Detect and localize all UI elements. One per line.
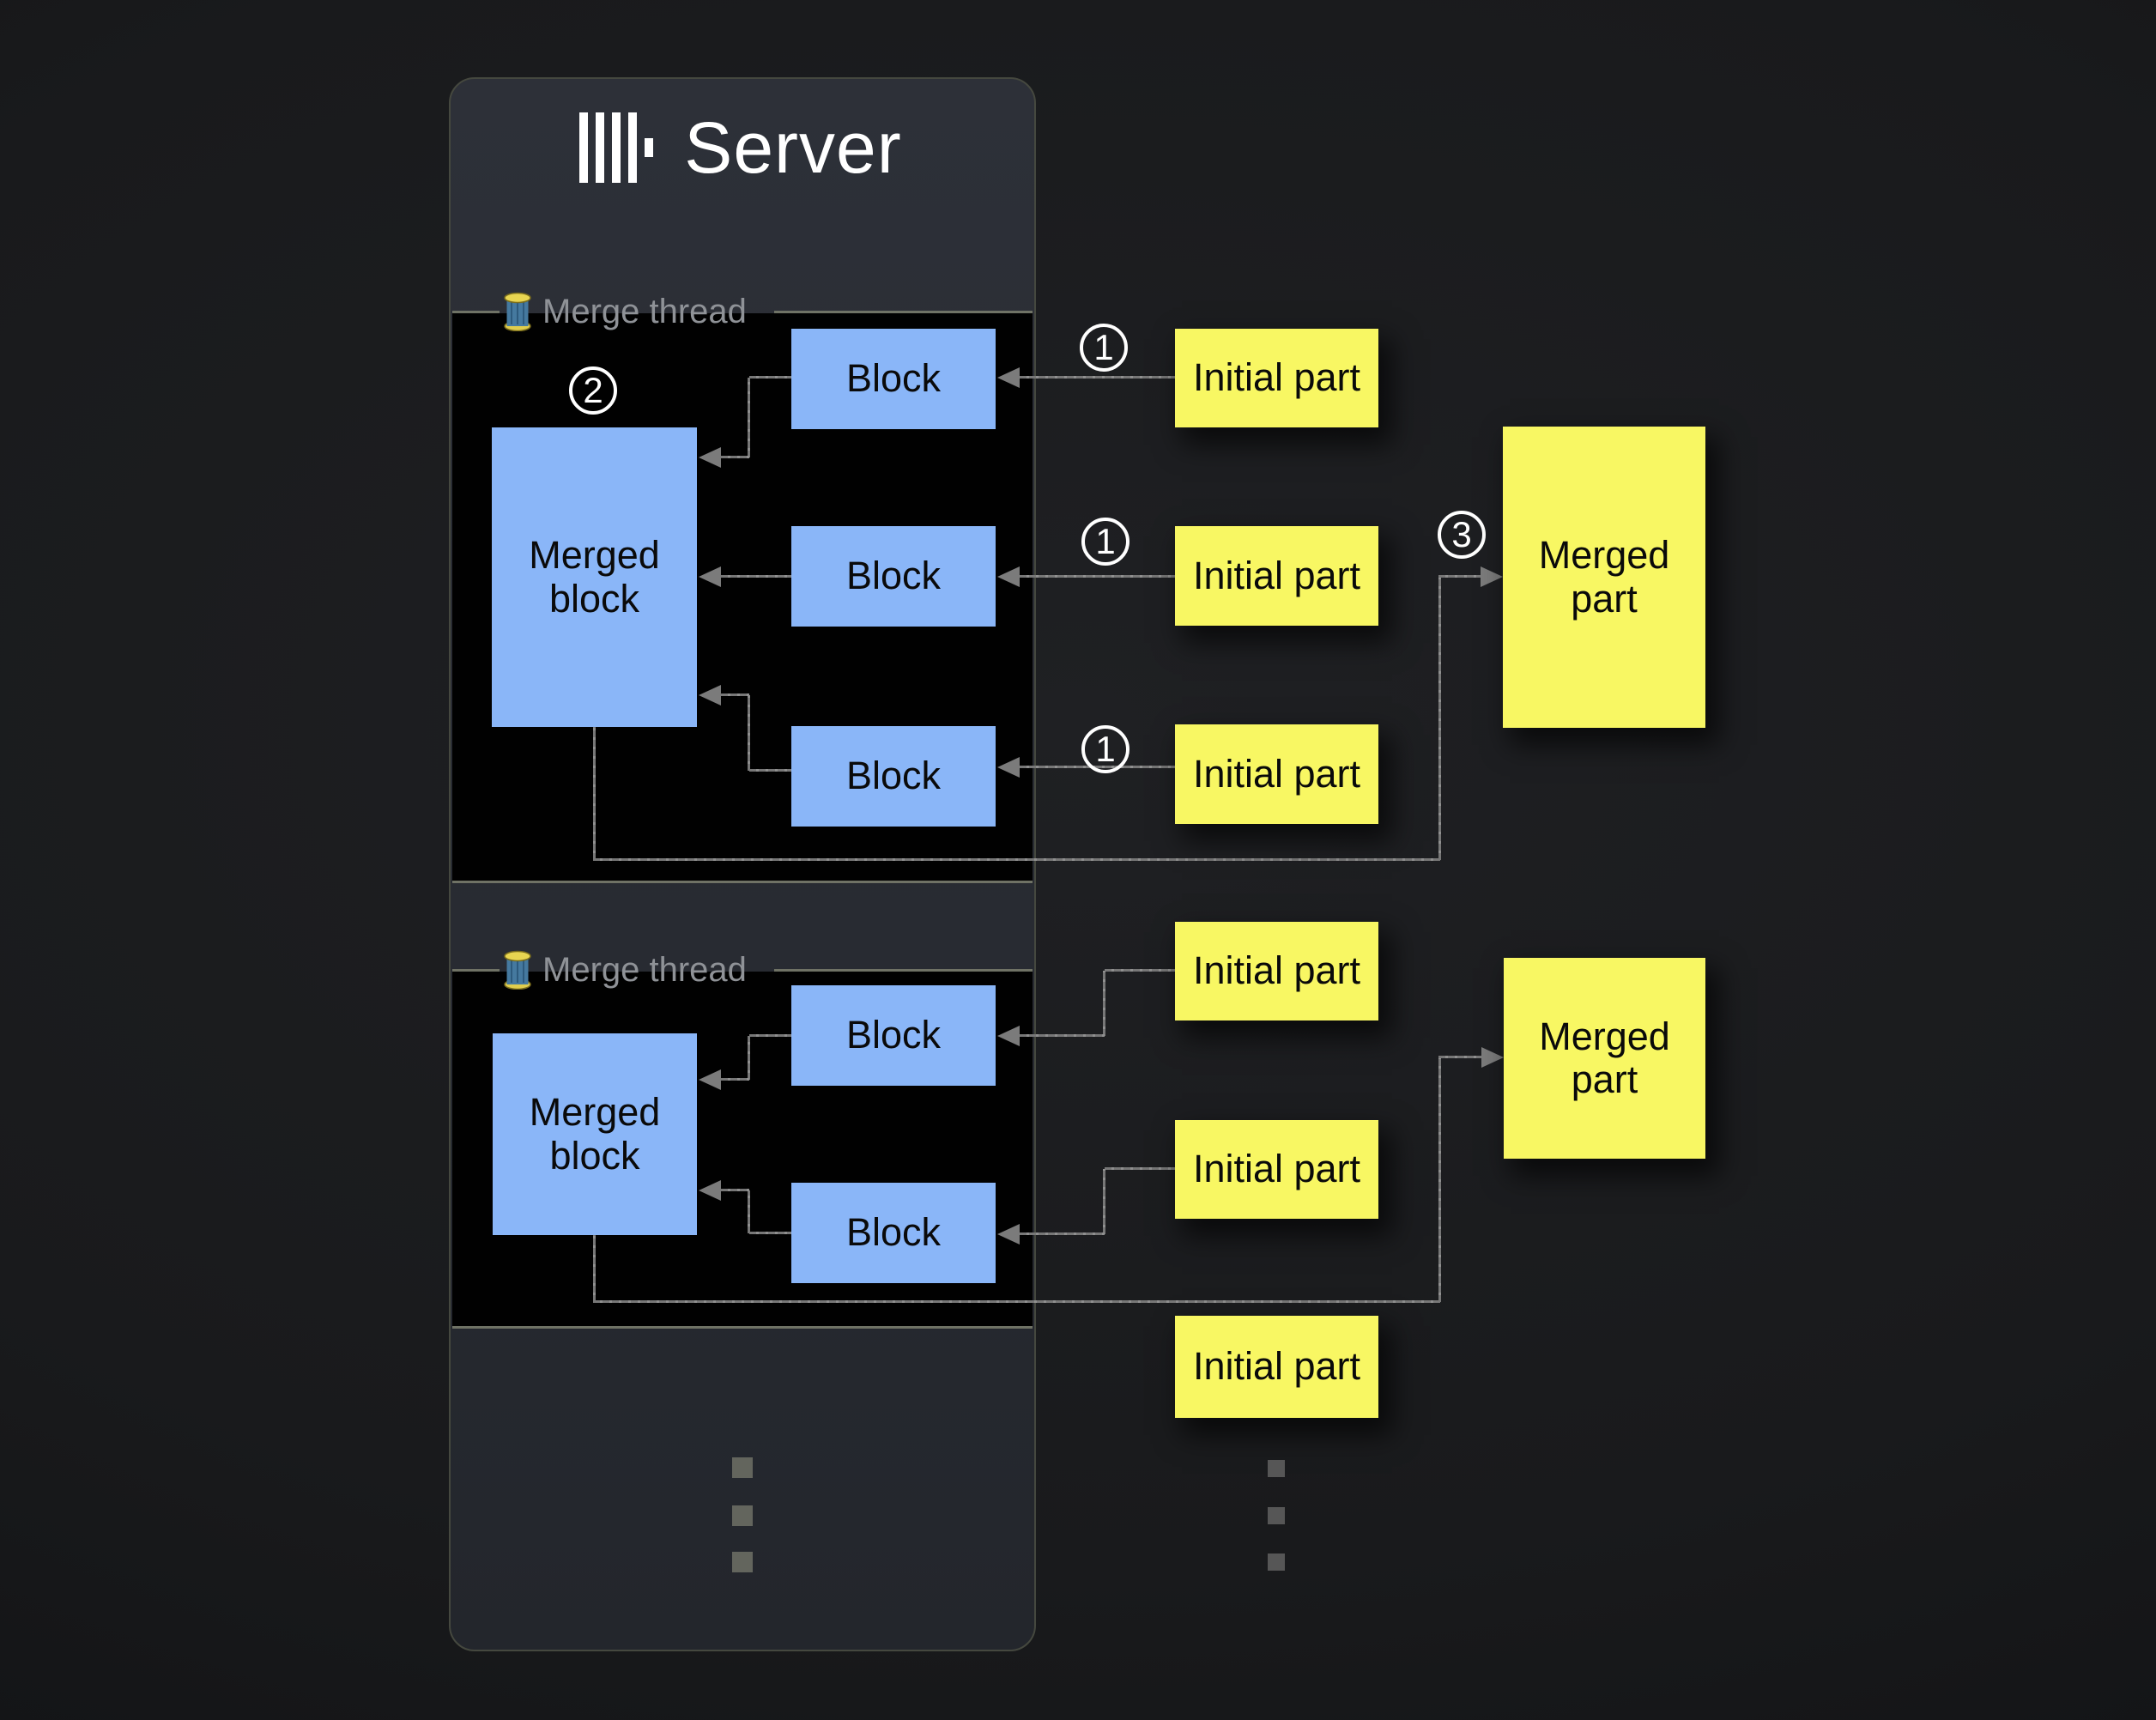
arrow-line xyxy=(593,858,1440,861)
server-logo-icon xyxy=(579,112,654,183)
arrow-line xyxy=(749,376,791,379)
merge-thread-label-1: Merge thread xyxy=(503,292,747,331)
section-border-segment xyxy=(452,969,500,972)
arrow-line xyxy=(721,575,791,578)
ellipsis-dot xyxy=(732,1552,753,1572)
arrow-line xyxy=(593,1300,1440,1303)
step-marker-1: 1 xyxy=(1080,324,1128,372)
block-3: Block xyxy=(791,726,996,827)
ellipsis-dot xyxy=(732,1505,753,1526)
merged-block-2: Merged block xyxy=(493,1033,697,1235)
arrow-line xyxy=(721,1078,749,1081)
arrow-line xyxy=(1020,1034,1105,1037)
arrow-line xyxy=(721,1189,749,1191)
arrow-line xyxy=(1020,575,1175,578)
block-5: Block xyxy=(791,1183,996,1283)
initial-part-5: Initial part xyxy=(1175,1120,1378,1219)
initial-part-4: Initial part xyxy=(1175,922,1378,1020)
merged-part-1: Merged part xyxy=(1503,427,1705,728)
block-1: Block xyxy=(791,329,996,429)
arrow-line xyxy=(1020,376,1175,379)
arrow-head xyxy=(997,1026,1020,1046)
initial-part-6: Initial part xyxy=(1175,1316,1378,1418)
merge-thread-label-2: Merge thread xyxy=(503,950,747,990)
arrow-head xyxy=(1481,566,1503,587)
arrow-line xyxy=(593,1235,596,1302)
merged-block-1: Merged block xyxy=(492,427,697,727)
arrow-line xyxy=(593,727,596,860)
arrow-line xyxy=(748,1190,750,1233)
step-marker-2: 2 xyxy=(569,366,617,415)
step-marker-3: 3 xyxy=(1438,511,1486,559)
arrow-head xyxy=(1481,1047,1504,1068)
step-marker-1: 1 xyxy=(1081,518,1129,566)
arrow-head xyxy=(699,685,721,706)
arrow-line xyxy=(748,1036,750,1080)
merged-part-2: Merged part xyxy=(1504,958,1705,1159)
thread-spool-icon xyxy=(504,950,531,990)
arrow-line xyxy=(721,456,749,458)
arrow-head xyxy=(699,1180,721,1201)
initial-part-3: Initial part xyxy=(1175,724,1378,824)
arrow-head xyxy=(699,447,721,468)
arrow-line xyxy=(1438,1057,1441,1302)
arrow-head xyxy=(699,566,721,587)
arrow-line xyxy=(1438,577,1441,860)
arrow-line xyxy=(1020,1232,1105,1235)
ellipsis-dot xyxy=(732,1457,753,1478)
arrow-head xyxy=(997,1224,1020,1245)
arrow-line xyxy=(1103,971,1105,1036)
section-border-segment xyxy=(774,311,1033,313)
thread-spool-icon xyxy=(504,292,531,331)
arrow-line xyxy=(1105,969,1175,972)
block-4: Block xyxy=(791,985,996,1086)
section-border-segment xyxy=(774,969,1033,972)
arrow-line xyxy=(749,769,791,772)
arrow-head xyxy=(997,566,1020,587)
arrow-line xyxy=(1438,575,1481,578)
arrow-head xyxy=(997,367,1020,388)
server-title: Server xyxy=(684,106,902,188)
arrow-line xyxy=(721,693,749,696)
ellipsis-dot xyxy=(1268,1507,1285,1524)
arrow-line xyxy=(748,695,750,771)
arrow-line xyxy=(749,1232,791,1234)
initial-part-1: Initial part xyxy=(1175,329,1378,427)
arrow-head xyxy=(997,757,1020,778)
initial-part-2: Initial part xyxy=(1175,526,1378,626)
arrow-line xyxy=(748,378,750,457)
block-2: Block xyxy=(791,526,996,627)
arrow-line xyxy=(1105,1167,1175,1170)
arrow-head xyxy=(699,1069,721,1090)
arrow-line xyxy=(1438,1056,1481,1058)
ellipsis-dot xyxy=(1268,1553,1285,1571)
server-header: Server xyxy=(449,105,1033,191)
arrow-line xyxy=(1103,1169,1105,1234)
arrow-line xyxy=(749,1034,791,1037)
step-marker-1: 1 xyxy=(1081,725,1129,773)
ellipsis-dot xyxy=(1268,1460,1285,1477)
section-border-segment xyxy=(452,311,500,313)
